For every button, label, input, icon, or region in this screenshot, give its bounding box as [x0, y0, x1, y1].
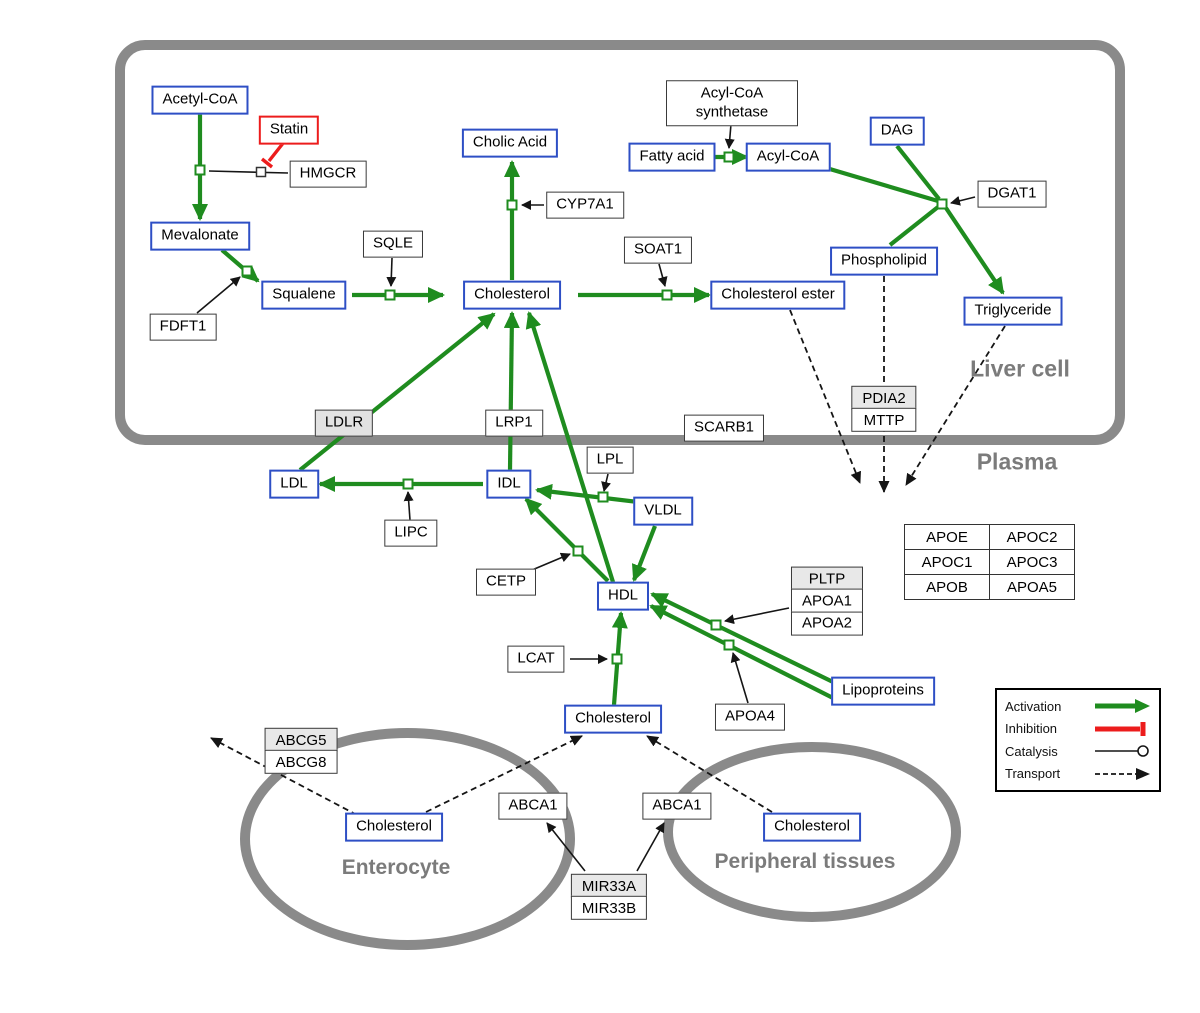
peripheral-tissues-membrane [663, 742, 961, 922]
apo-cell-apoc1[interactable]: APOC1 [904, 549, 990, 575]
node-lrp1[interactable]: LRP1 [485, 409, 543, 437]
legend-row-inhibition: Inhibition [1005, 718, 1151, 740]
node-mevalonate[interactable]: Mevalonate [150, 221, 250, 251]
node-cholesterol-enterocyte[interactable]: Cholesterol [345, 812, 443, 842]
node-fatty-acid[interactable]: Fatty acid [628, 142, 716, 172]
apo-cell-apoa5[interactable]: APOA5 [989, 574, 1075, 600]
node-pltp-apoa1-apoa2[interactable]: PLTP APOA1 APOA2 [790, 566, 864, 636]
node-lcat[interactable]: LCAT [507, 645, 565, 673]
node-hdl[interactable]: HDL [596, 581, 650, 611]
node-lipc[interactable]: LIPC [384, 519, 438, 547]
node-dgat1[interactable]: DGAT1 [977, 180, 1047, 208]
inhibition-tbar-icon [1095, 721, 1146, 736]
legend-row-catalysis: Catalysis [1005, 740, 1151, 762]
stack-cell-mir33a[interactable]: MIR33A [570, 873, 648, 898]
node-triglyceride[interactable]: Triglyceride [963, 296, 1063, 326]
apolipoprotein-table: APOE APOC2 APOC1 APOC3 APOB APOA5 [904, 524, 1075, 600]
plasma-label: Plasma [976, 448, 1058, 475]
node-ldlr[interactable]: LDLR [314, 409, 374, 437]
stack-cell-mir33b[interactable]: MIR33B [570, 896, 648, 921]
legend-label-catalysis: Catalysis [1005, 743, 1058, 759]
stack-cell-abcg8[interactable]: ABCG8 [264, 750, 338, 775]
liver-cell-membrane [115, 40, 1125, 445]
activation-edges [192, 114, 1005, 706]
transport-arrow-icon [1095, 767, 1150, 780]
stack-cell-mttp[interactable]: MTTP [851, 408, 917, 433]
node-sqle[interactable]: SQLE [362, 230, 424, 258]
node-vldl[interactable]: VLDL [633, 496, 693, 526]
node-lpl[interactable]: LPL [586, 446, 634, 474]
legend-label-activation: Activation [1005, 698, 1062, 714]
peripheral-tissues-label: Peripheral tissues [714, 850, 896, 873]
apo-cell-apoe[interactable]: APOE [904, 524, 990, 550]
stack-cell-pdia2[interactable]: PDIA2 [851, 385, 917, 410]
activation-arrow-icon [1095, 699, 1150, 713]
catalysis-circle-icon [1095, 745, 1149, 758]
node-idl[interactable]: IDL [486, 469, 532, 499]
legend-row-activation: Activation [1005, 695, 1151, 717]
catalysis-port-square [255, 166, 267, 178]
node-acyl-coa[interactable]: Acyl-CoA [745, 142, 831, 172]
node-cholesterol-ester[interactable]: Cholesterol ester [710, 280, 846, 310]
node-squalene[interactable]: Squalene [261, 280, 347, 310]
node-fdft1[interactable]: FDFT1 [149, 313, 217, 341]
apo-cell-apoc3[interactable]: APOC3 [989, 549, 1075, 575]
node-cholesterol-plasma[interactable]: Cholesterol [564, 704, 662, 734]
apo-cell-apoc2[interactable]: APOC2 [989, 524, 1075, 550]
legend-label-inhibition: Inhibition [1005, 721, 1058, 737]
node-statin[interactable]: Statin [258, 115, 320, 145]
legend-label-transport: Transport [1005, 766, 1061, 782]
apo-cell-apob[interactable]: APOB [904, 574, 990, 600]
node-cholesterol-peripheral[interactable]: Cholesterol [763, 812, 861, 842]
node-abca1-enterocyte[interactable]: ABCA1 [498, 792, 568, 820]
catalysis-edges [196, 123, 976, 872]
enterocyte-label: Enterocyte [341, 856, 451, 879]
node-cetp[interactable]: CETP [475, 568, 537, 596]
node-abca1-peripheral[interactable]: ABCA1 [642, 792, 712, 820]
node-mir33a-mir33b[interactable]: MIR33A MIR33B [570, 873, 648, 921]
enterocyte-membrane [240, 728, 575, 950]
node-soat1[interactable]: SOAT1 [623, 236, 693, 264]
node-acetyl-coa[interactable]: Acetyl-CoA [151, 85, 249, 115]
node-dag[interactable]: DAG [869, 116, 925, 146]
stack-cell-abcg5[interactable]: ABCG5 [264, 727, 338, 752]
node-cyp7a1[interactable]: CYP7A1 [546, 191, 624, 219]
node-apoa4[interactable]: APOA4 [714, 703, 786, 731]
stack-cell-apoa1[interactable]: APOA1 [790, 589, 864, 613]
node-pdia2-mttp[interactable]: PDIA2 MTTP [851, 385, 917, 433]
stack-cell-apoa2[interactable]: APOA2 [790, 611, 864, 636]
node-ldl[interactable]: LDL [269, 469, 319, 499]
inhibition-edge [260, 140, 286, 169]
reaction-nodes [194, 151, 948, 665]
legend: Activation Inhibition Catalysis Transpor… [995, 688, 1161, 792]
node-lipoproteins[interactable]: Lipoproteins [831, 676, 935, 706]
node-phospholipid[interactable]: Phospholipid [830, 246, 938, 276]
node-scarb1[interactable]: SCARB1 [683, 414, 765, 442]
legend-row-transport: Transport [1005, 763, 1151, 785]
node-hmgcr[interactable]: HMGCR [289, 160, 367, 188]
transport-edges [210, 276, 1006, 816]
liver-cell-label: Liver cell [970, 355, 1070, 382]
node-cholic-acid[interactable]: Cholic Acid [461, 128, 559, 158]
node-acyl-coa-synthetase[interactable]: Acyl-CoA synthetase [666, 80, 798, 126]
node-cholesterol-liver[interactable]: Cholesterol [463, 280, 561, 310]
stack-cell-pltp[interactable]: PLTP [790, 566, 864, 591]
node-abcg5-abcg8[interactable]: ABCG5 ABCG8 [264, 727, 338, 775]
